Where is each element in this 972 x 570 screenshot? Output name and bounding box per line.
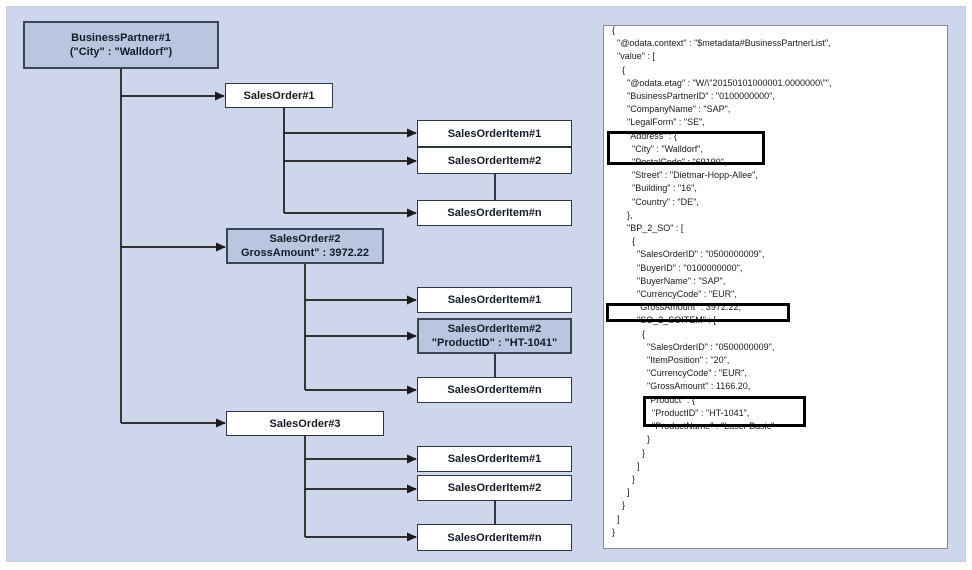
node-so2-item-n: SalesOrderItem#n (417, 377, 572, 403)
node-title: SalesOrderItem#n (447, 531, 542, 544)
node-title: SalesOrderItem#2 (447, 154, 542, 167)
node-detail: "ProductID" : "HT-1041" (431, 337, 558, 349)
node-title: BusinessPartner#1 (71, 32, 171, 44)
node-title: SalesOrderItem#1 (447, 127, 542, 140)
node-title: SalesOrderItem#1 (447, 453, 542, 465)
node-title: SalesOrder#1 (243, 89, 315, 102)
node-title: SalesOrderItem#n (447, 207, 542, 219)
highlight-gross-amount (606, 303, 790, 322)
node-so1-item-n: SalesOrderItem#n (417, 200, 572, 226)
node-title: SalesOrderItem#1 (447, 294, 542, 306)
highlight-address-city (607, 131, 765, 165)
node-title: SalesOrderItem#2 (447, 323, 542, 335)
node-title: SalesOrder#3 (269, 417, 341, 430)
node-sales-order-2: SalesOrder#2 GrossAmount" : 3972.22 (226, 228, 384, 264)
node-so3-item-1: SalesOrderItem#1 (417, 446, 572, 472)
node-so3-item-n: SalesOrderItem#n (417, 524, 572, 551)
node-so2-item-1: SalesOrderItem#1 (417, 287, 572, 313)
node-so2-item-2: SalesOrderItem#2 "ProductID" : "HT-1041" (417, 318, 572, 354)
node-so3-item-2: SalesOrderItem#2 (417, 475, 572, 501)
node-business-partner-1: BusinessPartner#1 ("City" : "Walldorf") (23, 21, 219, 69)
json-response-panel (603, 25, 948, 549)
node-sales-order-3: SalesOrder#3 (226, 411, 384, 436)
node-detail: GrossAmount" : 3972.22 (240, 247, 370, 259)
node-title: SalesOrderItem#n (447, 384, 542, 396)
node-so1-item-1: SalesOrderItem#1 (417, 120, 572, 147)
node-so1-item-2: SalesOrderItem#2 (417, 147, 572, 174)
node-title: SalesOrder#2 (269, 233, 341, 245)
node-detail: ("City" : "Walldorf") (69, 46, 173, 58)
node-sales-order-1: SalesOrder#1 (225, 83, 333, 108)
node-title: SalesOrderItem#2 (447, 482, 542, 494)
json-response-code: { "@odata.context" : "$metadata#Business… (612, 25, 832, 537)
highlight-product-id (643, 396, 806, 427)
